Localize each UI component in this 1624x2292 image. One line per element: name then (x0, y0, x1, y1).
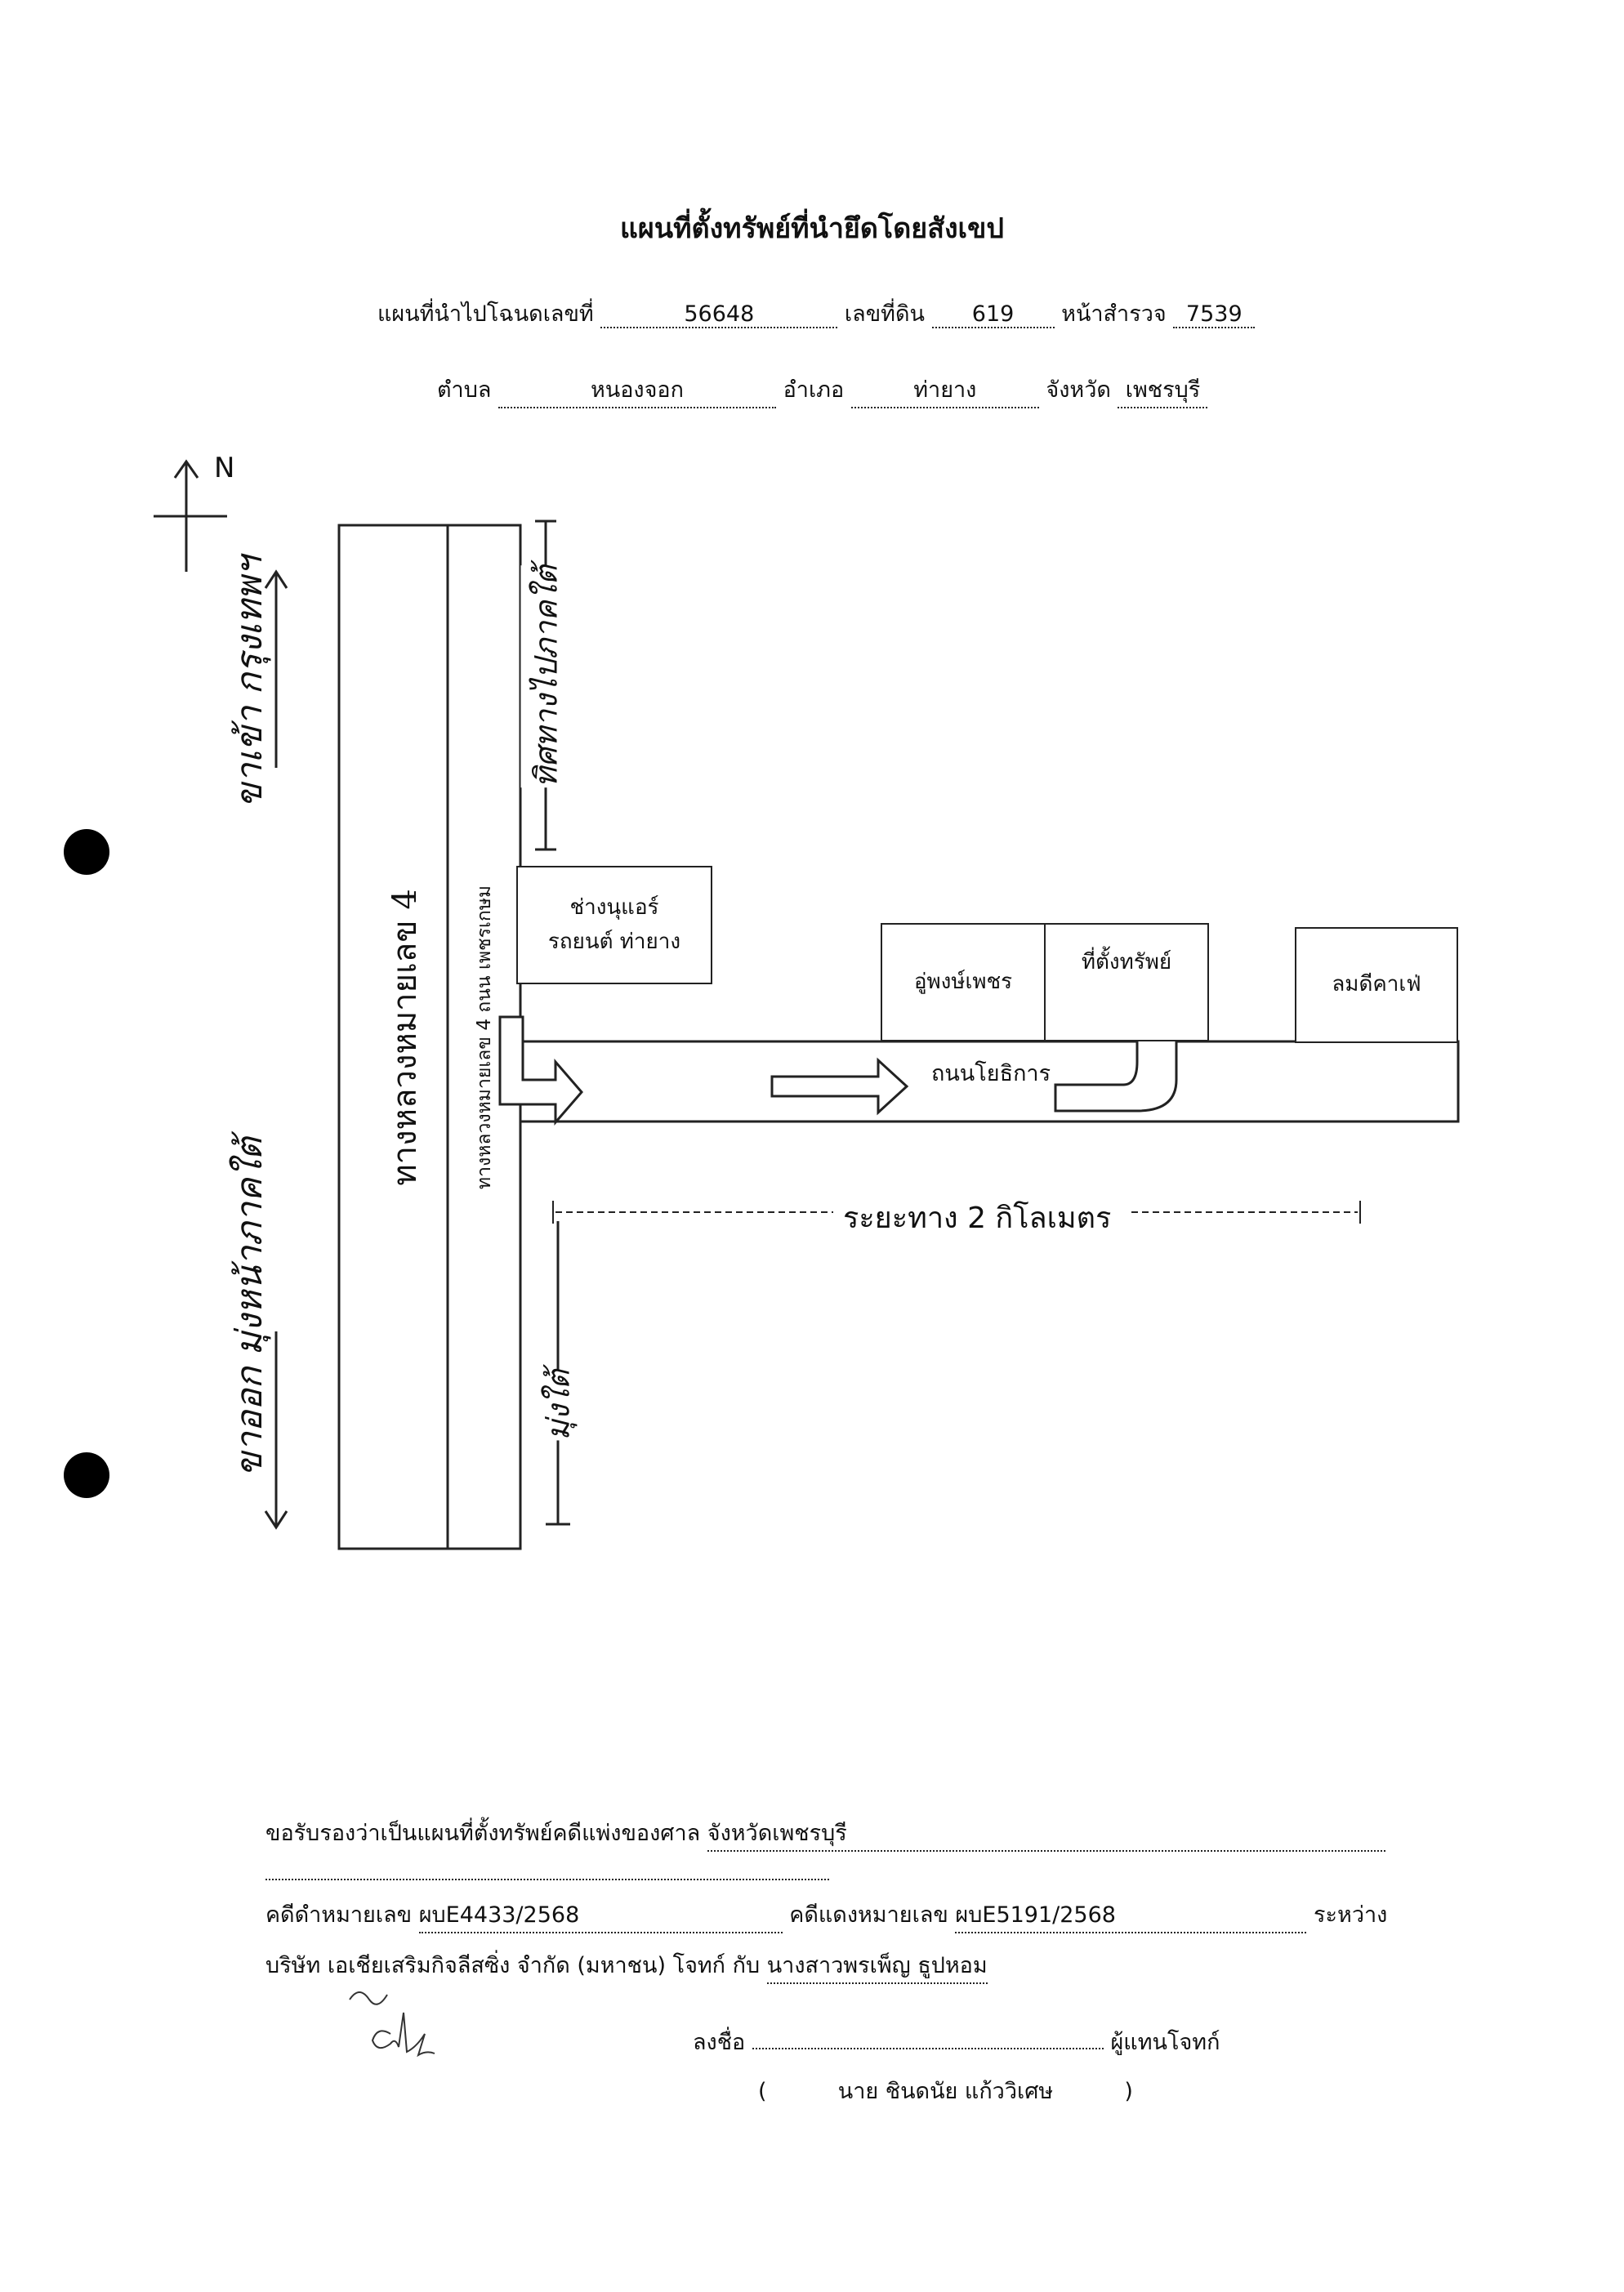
landmark-property: ที่ตั้งทรัพย์ (1044, 923, 1209, 1041)
land-label: เลขที่ดิน (844, 301, 925, 327)
signer-name: นาย ชินดนัย แก้ววิเศษ (837, 2079, 1054, 2104)
distance-label: ระยะทาง 2 กิโลเมตร (843, 1194, 1112, 1241)
district-value: ท่ายาง (850, 372, 1039, 408)
highway-label: ทางหลวงหมายเลข 4 (386, 889, 424, 1186)
page-title: แผนที่ตั้งทรัพย์ที่นำยึดโดยสังเขป (620, 212, 1004, 245)
landmark-car-air-shop: ช่างนุแอร์ รถยนต์ ท่ายาง (516, 866, 712, 984)
punch-hole (64, 1452, 109, 1498)
subdistrict-value: หนองจอก (497, 372, 776, 408)
survey-label: หน้าสำรวจ (1061, 301, 1167, 327)
lane-up-label: ขาเข้า กรุงเทพฯ (229, 555, 270, 809)
certify-row: ขอรับรองว่าเป็นแผนที่ตั้งทรัพย์คดีแพ่งขอ… (265, 1815, 1385, 1852)
black-case-value: ผบE4433/2568 (418, 1897, 783, 1933)
sign-role: ผู้แทนโจทก์ (1110, 2030, 1220, 2055)
paren-open: ( (758, 2079, 767, 2104)
deed-label: แผนที่นำไปโฉนดเลขที่ (377, 301, 594, 327)
between-label: ระหว่าง (1314, 1902, 1388, 1928)
case-row: คดีดำหมายเลข ผบE4433/2568 คดีแดงหมายเลข … (265, 1897, 1387, 1933)
side-road-label: ถนนโยธิการ (931, 1055, 1051, 1090)
parties-row: บริษัท เอเชียเสริมกิจลีสซิ่ง จำกัด (มหาช… (265, 1947, 988, 1984)
subdistrict-label: ตำบล (437, 377, 492, 403)
distance-line (552, 1201, 1361, 1224)
side-road-outline (520, 1040, 1460, 1123)
signer-row: ( นาย ชินดนัย แก้ววิเศษ ) (758, 2073, 1133, 2108)
certify-label: ขอรับรองว่าเป็นแผนที่ตั้งทรัพย์คดีแพ่งขอ… (265, 1821, 701, 1846)
landmark-cafe: ลมดีคาเฟ่ (1295, 927, 1458, 1043)
black-case-label: คดีดำหมายเลข (265, 1902, 413, 1928)
paren-close: ) (1124, 2079, 1133, 2104)
sign-label: ลงชื่อ (693, 2030, 746, 2055)
province-value: เพชรบุรี (1118, 372, 1208, 408)
signature-line (752, 2048, 1104, 2049)
district-label: อำเภอ (783, 377, 845, 403)
land-number: 619 (931, 301, 1055, 328)
punch-hole (64, 829, 109, 875)
straight-arrow-icon (770, 1057, 909, 1116)
sign-row: ลงชื่อ ผู้แทนโจทก์ (693, 2024, 1220, 2059)
right-down-label: มุ่งใต้ (533, 1369, 583, 1441)
north-label: N (214, 452, 235, 484)
landmark-car-air-line2: รถยนต์ ท่ายาง (547, 929, 681, 954)
right-up-label: ทิศทางไปภาคใต้ (520, 564, 571, 788)
landmark-garage: อู่พงษ์เพชร (881, 923, 1046, 1041)
turn-arrow-icon (498, 1015, 583, 1126)
landmark-garage-label: อู่พงษ์เพชร (913, 969, 1013, 994)
handwritten-initials (349, 1991, 435, 2058)
deed-number: 56648 (600, 301, 838, 328)
red-case-label: คดีแดงหมายเลข (789, 1902, 948, 1928)
road-label: ทางหลวงหมายเลข 4 ถนน เพชรเกษม (474, 885, 495, 1190)
north-arrow-icon (154, 459, 227, 572)
location-row: ตำบล หนองจอก อำเภอ ท่ายาง จังหวัด เพชรบุ… (437, 372, 1208, 408)
survey-number: 7539 (1173, 301, 1256, 328)
landmark-cafe-label: ลมดีคาเฟ่ (1332, 972, 1421, 997)
deed-info-row: แผนที่นำไปโฉนดเลขที่ 56648 เลขที่ดิน 619… (377, 296, 1256, 331)
plaintiff-text: บริษัท เอเชียเสริมกิจลีสซิ่ง จำกัด (มหาช… (265, 1953, 761, 1978)
lane-down-label: ขาออก มุ่งหน้าภาคใต้ (229, 1137, 270, 1477)
defendant-text: นางสาวพรเพ็ญ ธูปหอม (766, 1947, 988, 1984)
court-value: จังหวัดเพชรบุรี (707, 1815, 1385, 1852)
red-case-value: ผบE5191/2568 (955, 1897, 1307, 1933)
certify-continuation-line (265, 1879, 829, 1880)
province-label: จังหวัด (1046, 377, 1111, 403)
landmark-property-label: ที่ตั้งทรัพย์ (1081, 950, 1172, 974)
landmark-car-air-line1: ช่างนุแอร์ (569, 894, 659, 920)
